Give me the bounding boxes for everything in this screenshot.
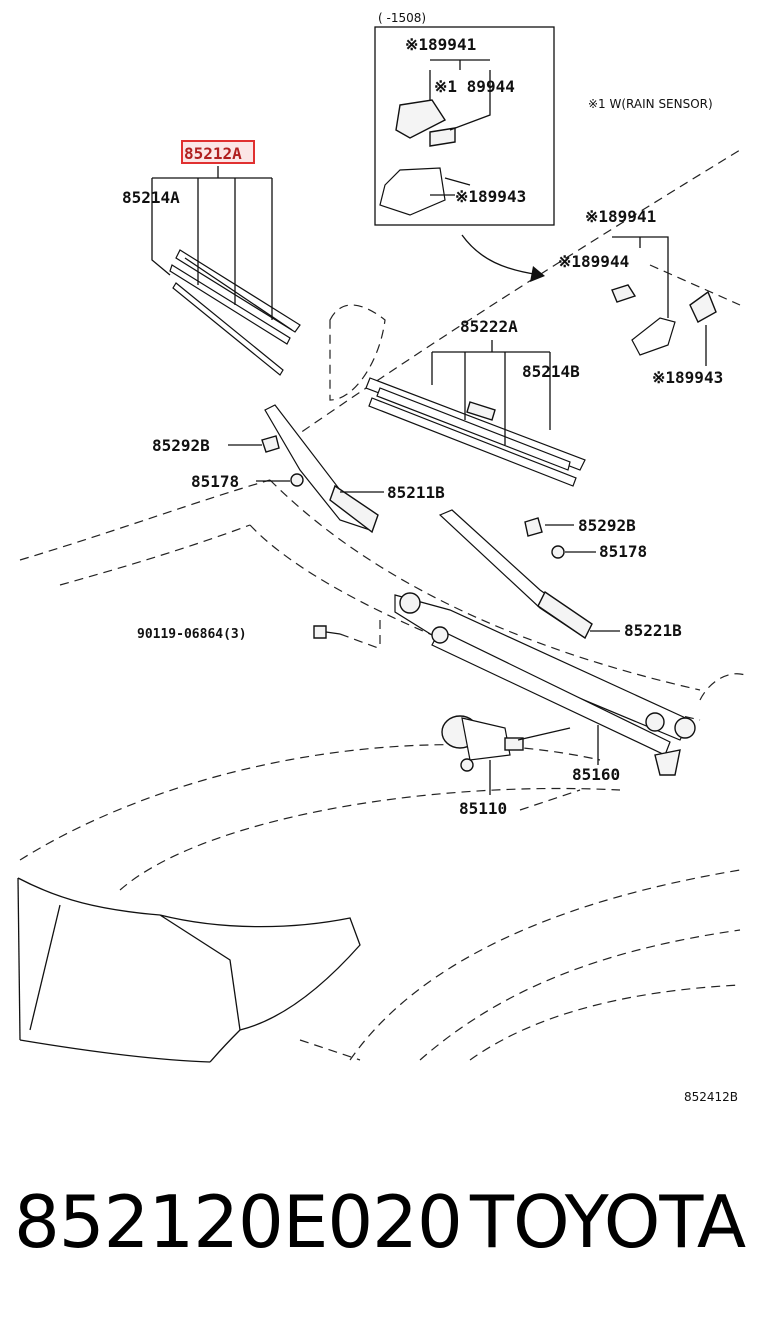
label-right-89944: ※189944 <box>558 252 629 271</box>
label-85212A: 85212A <box>184 144 242 163</box>
label-85178-left: 85178 <box>191 472 239 491</box>
label-85110: 85110 <box>459 799 507 818</box>
label-85214A: 85214A <box>122 188 180 207</box>
label-85222A: 85222A <box>460 317 518 336</box>
label-90119: 90119-06864(3) <box>137 627 247 642</box>
box-arrow-line <box>461 234 541 276</box>
right-wiper-blade <box>365 377 586 487</box>
label-85178-right: 85178 <box>599 542 647 561</box>
wiper-link <box>394 592 696 776</box>
wiper-motor <box>441 715 524 772</box>
label-85214B: 85214B <box>522 362 580 381</box>
part-number: 852120E020 <box>14 1180 463 1264</box>
label-85160: 85160 <box>572 765 620 784</box>
left-wiper-arm <box>261 404 379 534</box>
screw <box>313 625 379 649</box>
left-wiper-blade <box>169 249 301 376</box>
footer: 852120E020 TOYOTA <box>0 1180 760 1290</box>
rain-sensor-note: ※1 W(RAIN SENSOR) <box>588 97 713 111</box>
label-85221B: 85221B <box>624 621 682 640</box>
label-85292B-right: 85292B <box>578 516 636 535</box>
label-box-89943: ※189943 <box>455 187 526 206</box>
label-right-89943: ※189943 <box>652 368 723 387</box>
label-85211B: 85211B <box>387 483 445 502</box>
rain-sensor-box: ( -1508) <box>374 11 555 226</box>
right-wiper-arm <box>438 509 593 640</box>
rain-sensor-group-right <box>611 236 741 366</box>
label-box-89941: ※189941 <box>405 35 476 54</box>
highlight-box <box>181 140 255 164</box>
label-right-89941: ※189941 <box>585 207 656 226</box>
svg-text:( -1508): ( -1508) <box>378 11 426 25</box>
vehicle-body-outline <box>17 149 746 1063</box>
box-arrow-head <box>530 266 545 282</box>
label-box-89944: ※1 89944 <box>434 77 515 96</box>
brand-name: TOYOTA <box>470 1180 746 1264</box>
label-85292B-left: 85292B <box>152 436 210 455</box>
figure-code: 852412B <box>684 1090 738 1104</box>
wiper-parts-diagram: ( -1508) <box>17 11 746 1104</box>
leader-lines <box>151 166 620 811</box>
